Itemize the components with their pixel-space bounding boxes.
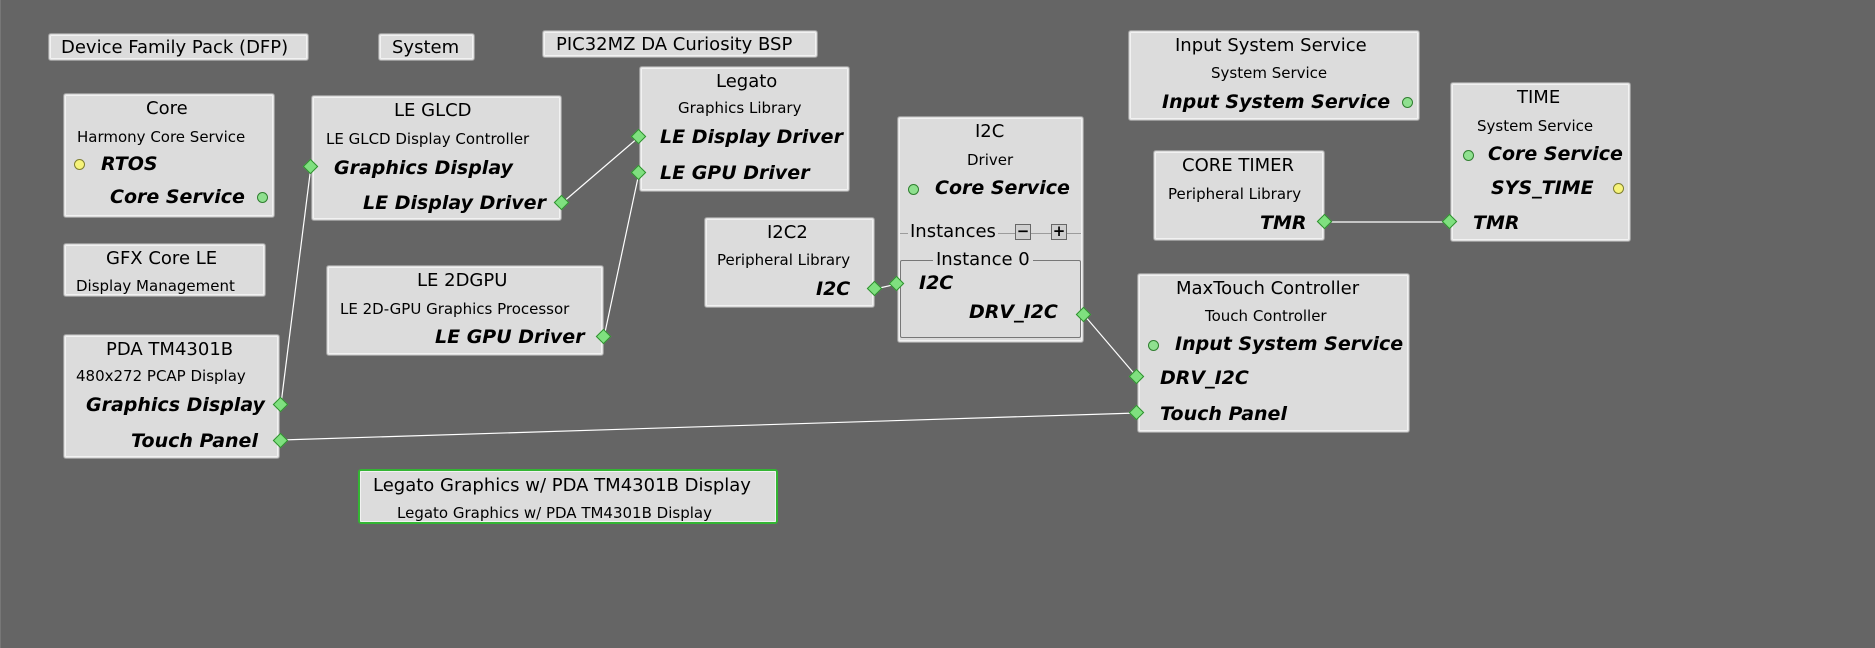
component-subtitle: LE 2D-GPU Graphics Processor [340,300,570,318]
component-subtitle: 480x272 PCAP Display [76,367,246,385]
i2c2-component[interactable]: I2C2 Peripheral Library I2C [704,217,875,308]
component-title: TIME [1517,87,1561,108]
le-display-driver-port-label: LE Display Driver [363,192,546,214]
component-subtitle: Legato Graphics w/ PDA TM4301B Display [397,504,712,522]
component-title: I2C2 [767,222,808,243]
i2c-driver-component[interactable]: I2C Driver Core Service Instances − + In… [897,116,1084,343]
core-timer-component[interactable]: CORE TIMER Peripheral Library TMR [1153,150,1325,241]
le-2dgpu-component[interactable]: LE 2DGPU LE 2D-GPU Graphics Processor LE… [326,265,604,356]
wire-pda-to-glcd [280,165,312,405]
system-label: System [392,37,460,58]
component-title: Legato [716,71,778,92]
le-display-driver-port-label: LE Display Driver [660,126,843,148]
dfp-component[interactable]: Device Family Pack (DFP) [48,33,309,61]
wire-i2c-to-maxtouch [1083,314,1138,378]
core-service-port-icon[interactable] [1463,150,1474,161]
component-title: Input System Service [1175,35,1367,56]
input-system-service-port-label: Input System Service [1175,333,1404,355]
graphics-display-port-label: Graphics Display [86,394,265,416]
component-subtitle: Peripheral Library [717,251,851,269]
i2c-port-label: I2C [816,278,851,300]
component-subtitle: Touch Controller [1205,307,1327,325]
legato-graphics-app-component[interactable]: Legato Graphics w/ PDA TM4301B Display L… [358,469,778,524]
wire-glcd-to-legato [561,136,640,204]
tmr-port-label: TMR [1473,212,1520,234]
graphics-display-port-label: Graphics Display [334,157,513,179]
component-subtitle: Graphics Library [678,99,802,117]
component-subtitle: Harmony Core Service [77,128,246,146]
core-service-port-icon[interactable] [257,192,268,203]
legato-component[interactable]: Legato Graphics Library LE Display Drive… [639,66,850,192]
drv-i2c-port-label: DRV_I2C [969,301,1058,323]
time-component[interactable]: TIME System Service Core Service SYS_TIM… [1450,82,1631,242]
core-service-port-label: Core Service [110,186,245,208]
component-title: CORE TIMER [1182,155,1295,176]
input-system-service-port-icon[interactable] [1148,340,1159,351]
pda-tm4301b-component[interactable]: PDA TM4301B 480x272 PCAP Display Graphic… [63,334,280,459]
input-system-service-component[interactable]: Input System Service System Service Inpu… [1128,30,1420,121]
rtos-port-icon[interactable] [74,159,85,170]
component-title: GFX Core LE [106,248,218,269]
component-title: Legato Graphics w/ PDA TM4301B Display [373,475,751,496]
instance-0-box[interactable]: Instance 0 I2C DRV_I2C [900,251,1081,338]
component-title: I2C [975,121,1005,142]
component-subtitle: Driver [967,151,1014,169]
le-glcd-component[interactable]: LE GLCD LE GLCD Display Controller Graph… [311,95,562,221]
wire-pda-to-maxtouch [280,412,1138,441]
component-title: Core [146,98,188,119]
le-gpu-driver-port-label: LE GPU Driver [435,326,585,348]
system-component[interactable]: System [378,33,475,61]
touch-panel-port-label: Touch Panel [131,430,258,452]
tmr-port-label: TMR [1260,212,1307,234]
sys-time-port-label: SYS_TIME [1491,177,1594,199]
input-system-service-port-label: Input System Service [1162,91,1391,113]
component-subtitle: Peripheral Library [1168,185,1302,203]
le-gpu-driver-port-label: LE GPU Driver [660,162,810,184]
instance-0-label: Instance 0 [933,251,1033,269]
bsp-label: PIC32MZ DA Curiosity BSP [556,34,793,55]
component-subtitle: System Service [1477,117,1594,135]
gfx-core-le-component[interactable]: GFX Core LE Display Management [63,243,266,297]
component-title: LE GLCD [394,100,472,121]
instances-label: Instances [908,221,998,242]
input-system-service-port-icon[interactable] [1402,97,1413,108]
component-title: LE 2DGPU [417,270,508,291]
touch-panel-port-label: Touch Panel [1160,403,1287,425]
maxtouch-controller-component[interactable]: MaxTouch Controller Touch Controller Inp… [1137,273,1410,433]
rtos-port-label: RTOS [101,153,158,175]
wire-gpu-to-legato [603,172,640,338]
sys-time-port-icon[interactable] [1613,183,1624,194]
core-service-port-icon[interactable] [908,184,919,195]
core-component[interactable]: Core Harmony Core Service RTOS Core Serv… [63,93,275,218]
component-subtitle: Display Management [76,277,235,295]
add-instance-button[interactable]: + [1051,222,1067,240]
i2c-port-label: I2C [919,272,954,294]
core-service-port-label: Core Service [935,177,1070,199]
component-title: PDA TM4301B [106,339,234,360]
component-title: MaxTouch Controller [1176,278,1360,299]
drv-i2c-port-label: DRV_I2C [1160,367,1249,389]
remove-instance-button[interactable]: − [1015,222,1031,240]
component-subtitle: System Service [1211,64,1328,82]
dfp-label: Device Family Pack (DFP) [61,37,289,58]
core-service-port-label: Core Service [1488,143,1623,165]
bsp-component[interactable]: PIC32MZ DA Curiosity BSP [542,30,818,58]
component-subtitle: LE GLCD Display Controller [326,130,530,148]
